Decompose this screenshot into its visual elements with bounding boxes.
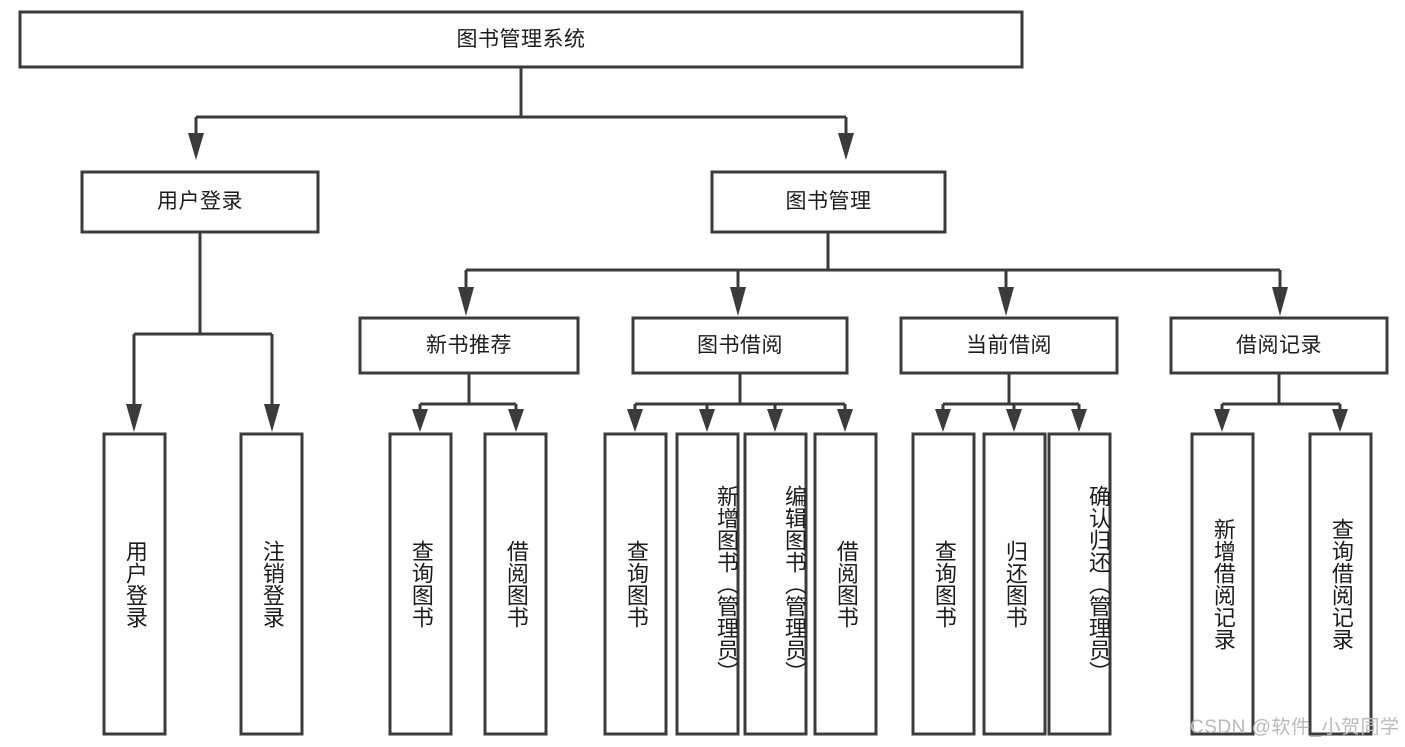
node-box-new-book-recommend[interactable] [358,316,580,375]
node-box-root[interactable] [18,10,1024,69]
connector-root-to-level2 [188,67,854,160]
node-box-leaf-10[interactable] [1047,432,1112,736]
node-box-leaf-5[interactable] [675,432,740,736]
connector-bookmgmt-to-level3 [458,232,1288,316]
node-box-book-borrow[interactable] [631,316,849,375]
node-box-leaf-4[interactable] [603,432,668,736]
node-box-leaf-9[interactable] [982,432,1047,736]
node-box-leaf-0[interactable] [102,432,167,736]
node-box-leaf-7[interactable] [813,432,878,736]
node-box-leaf-12[interactable] [1308,432,1373,736]
node-box-leaf-8[interactable] [911,432,976,736]
node-box-leaf-1[interactable] [239,432,304,736]
node-box-book-management[interactable] [710,170,947,234]
watermark-text: CSDN @软件_小贺同学 [1190,717,1400,738]
node-box-leaf-6[interactable] [743,432,808,736]
connector-userlogin-to-leaves [126,232,280,432]
connector-borrow-to-leaves [627,373,853,432]
node-box-leaf-11[interactable] [1190,432,1255,736]
node-box-user-login[interactable] [80,170,320,234]
connector-record-to-leaves [1214,373,1348,432]
node-box-borrow-record[interactable] [1169,316,1389,375]
connector-current-to-leaves [935,373,1087,432]
node-box-current-borrow[interactable] [899,316,1119,375]
connector-newbook-to-leaves [412,373,524,432]
node-box-leaf-2[interactable] [388,432,453,736]
node-box-leaf-3[interactable] [483,432,548,736]
